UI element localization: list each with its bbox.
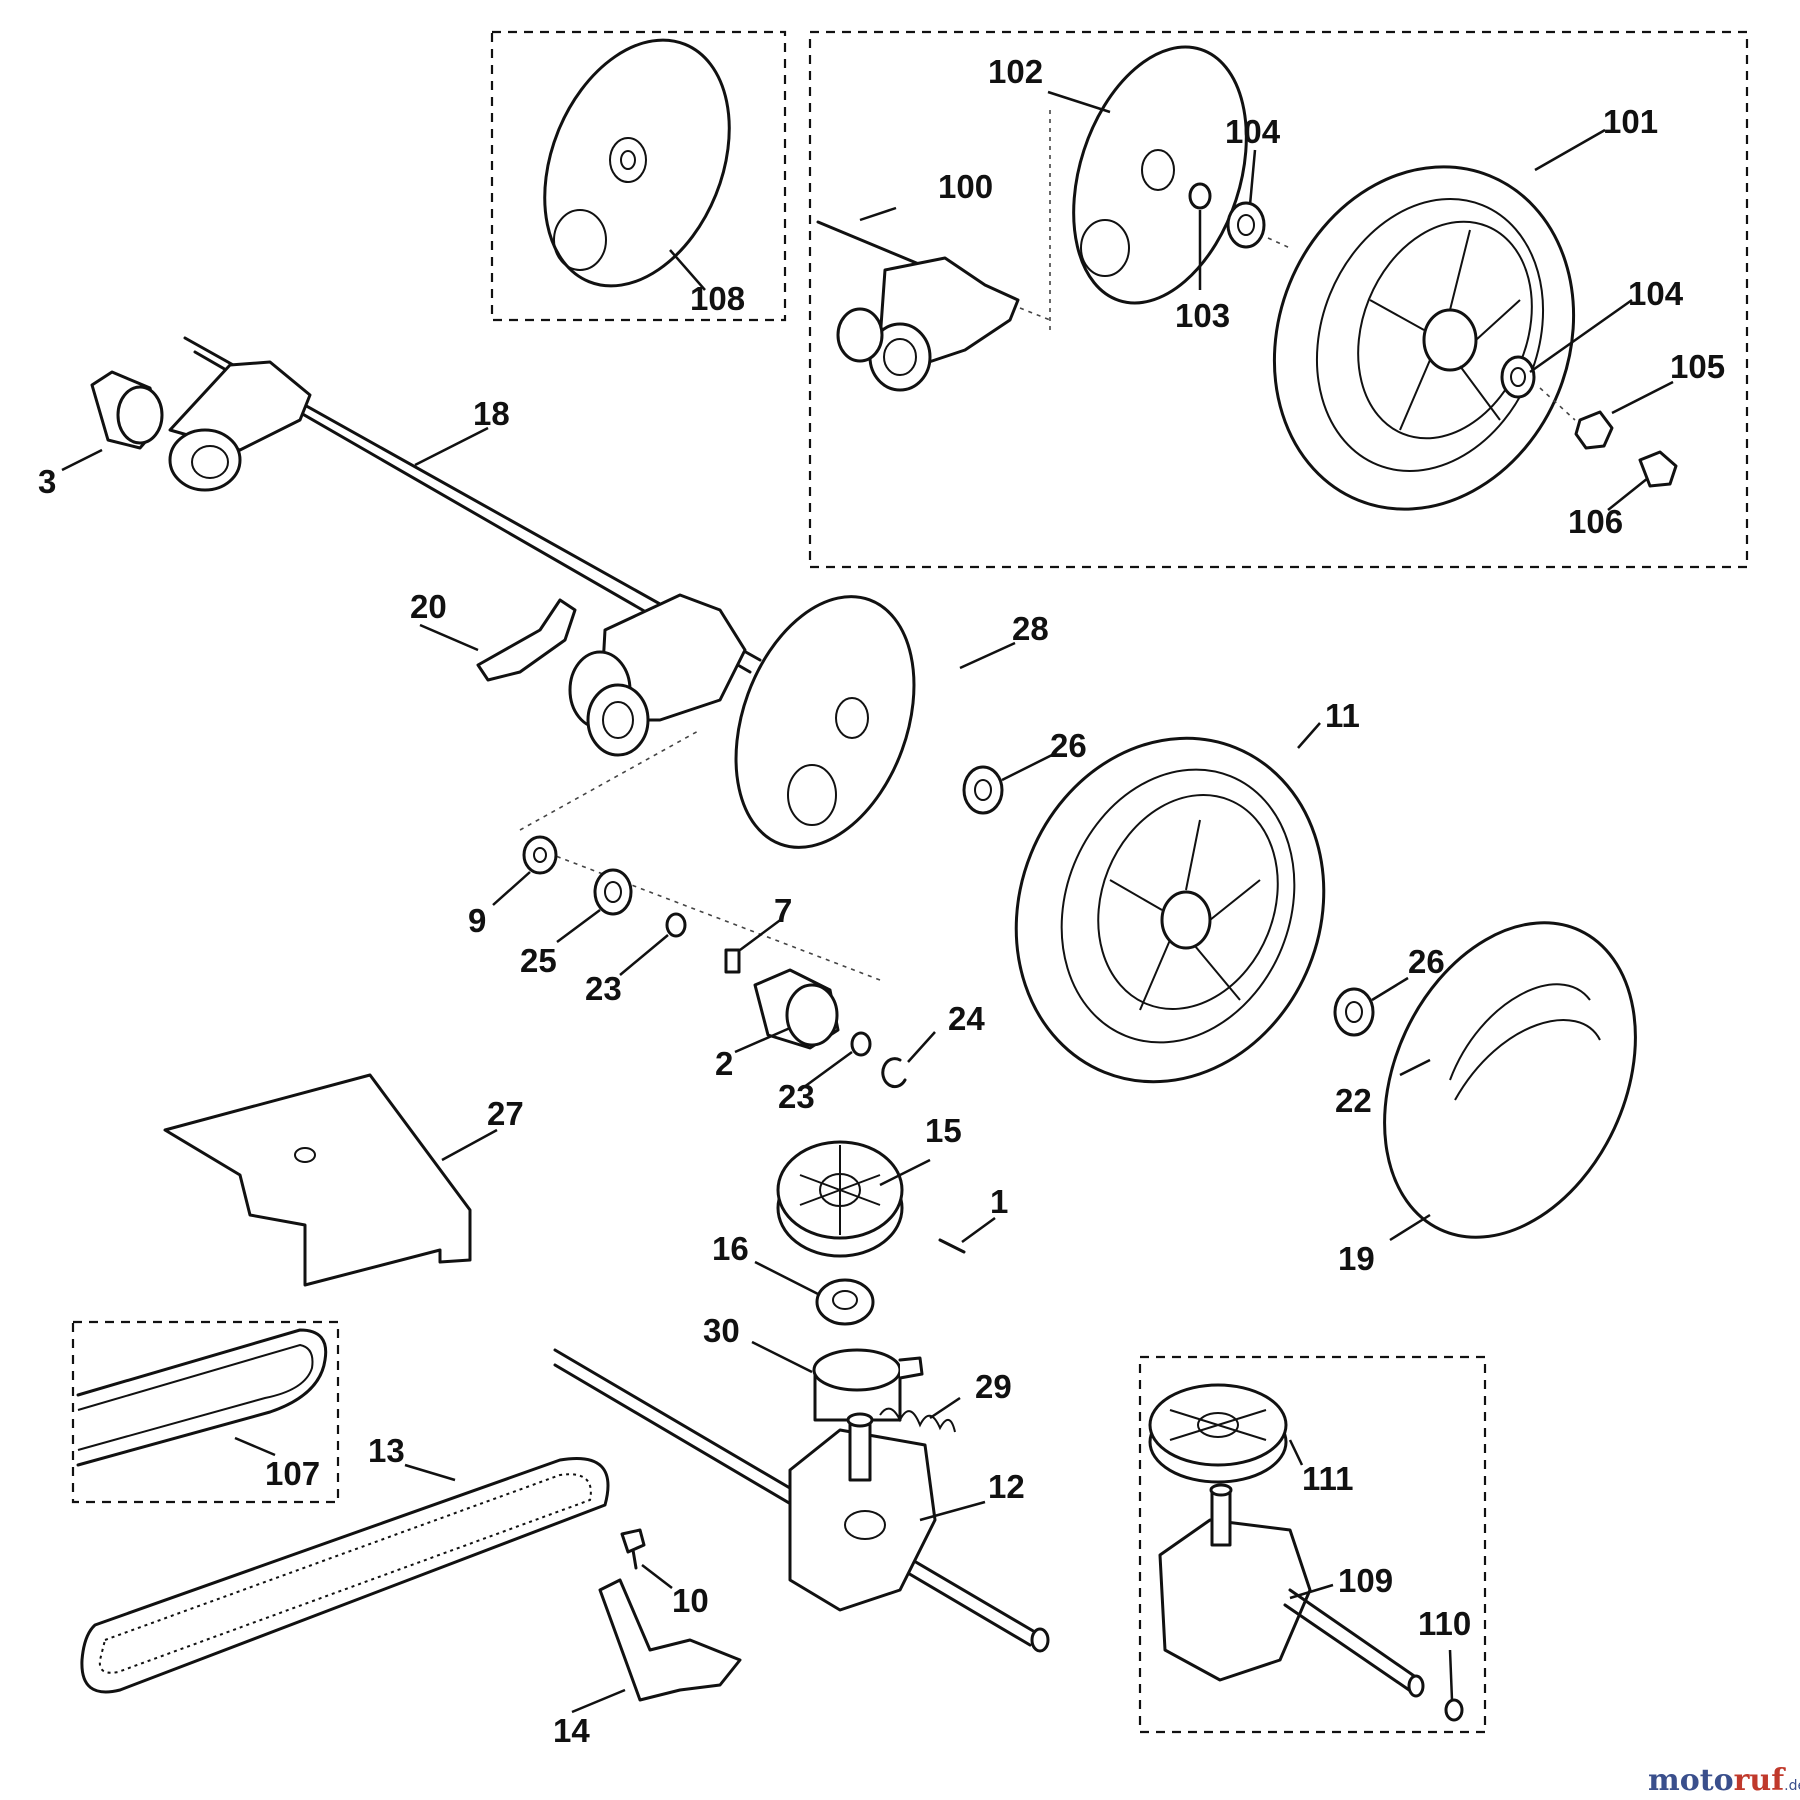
- callout-25: 25: [520, 942, 557, 979]
- callout-103: 103: [1175, 297, 1230, 334]
- bearing-104-wheel: [1500, 355, 1536, 399]
- callout-22: 22: [1335, 1082, 1372, 1119]
- wheel-101: [1272, 165, 1576, 511]
- ring-110: [1444, 1698, 1464, 1722]
- callout-105: 105: [1670, 348, 1725, 385]
- hubcap-102: [1072, 45, 1248, 305]
- ring-23-lower: [850, 1031, 872, 1057]
- bearing-104-top: [1226, 201, 1266, 249]
- callout-12: 12: [988, 1468, 1025, 1505]
- callout-2: 2: [715, 1045, 733, 1082]
- callout-1: 1: [990, 1183, 1008, 1220]
- circlip-24: [881, 1057, 907, 1089]
- bearing-25: [593, 868, 633, 916]
- bolt-106: [1638, 450, 1678, 488]
- callout-104-wheel: 104: [1628, 275, 1684, 312]
- key-7: [724, 948, 741, 974]
- cover-27: [163, 1073, 472, 1287]
- bearing-26-lower: [1333, 987, 1375, 1037]
- svg-text:motoruf.de: motoruf.de: [1648, 1763, 1800, 1798]
- leader-lines: [61, 90, 1674, 1714]
- option-box-belt: [71, 1320, 340, 1504]
- callout-109: 109: [1338, 1562, 1393, 1599]
- bracket-30: [812, 1348, 924, 1422]
- callout-11: 11: [1325, 697, 1360, 734]
- callout-10: 10: [672, 1582, 709, 1619]
- callout-108: 108: [690, 280, 745, 317]
- pulley-15: [776, 1140, 904, 1258]
- hubcap-108: [543, 38, 731, 288]
- callout-26-upper: 26: [1050, 727, 1087, 764]
- hubcap-19: [1383, 921, 1637, 1239]
- screw-10: [620, 1528, 646, 1570]
- callout-20: 20: [410, 588, 447, 625]
- callout-110: 110: [1418, 1605, 1471, 1642]
- watermark-logo: motoruf.de: [1648, 1763, 1800, 1798]
- callout-26-lower: 26: [1408, 943, 1445, 980]
- callout-101: 101: [1603, 103, 1658, 140]
- callout-9: 9: [468, 902, 486, 939]
- axle-bracket-100: [816, 110, 1051, 392]
- pin-1: [938, 1238, 966, 1254]
- option-box-wheel-kit: [808, 30, 1749, 569]
- callout-30: 30: [703, 1312, 740, 1349]
- belt-107: [76, 1328, 328, 1467]
- callout-23-upper: 23: [585, 970, 622, 1007]
- bearing-16: [815, 1278, 875, 1326]
- hubcap-28: [734, 595, 916, 849]
- washer-9: [522, 835, 558, 875]
- callout-28: 28: [1012, 610, 1049, 647]
- axle-bracket-right: [568, 593, 747, 757]
- callout-18: 18: [473, 395, 510, 432]
- gearbox-109: [1158, 1483, 1425, 1698]
- callout-19: 19: [1338, 1240, 1375, 1277]
- callout-104-top: 104: [1225, 113, 1281, 150]
- callout-100: 100: [938, 168, 993, 205]
- pinion-3: [90, 370, 164, 450]
- washer-103: [1188, 182, 1212, 210]
- ring-23-upper: [665, 912, 687, 938]
- wheel-11: [1014, 736, 1326, 1084]
- belt-13: [80, 1457, 610, 1694]
- bracket-14: [598, 1578, 742, 1702]
- option-box-hubcap: [490, 30, 787, 322]
- callout-15: 15: [925, 1112, 962, 1149]
- callout-29: 29: [975, 1368, 1012, 1405]
- nut-105: [1574, 410, 1614, 450]
- callout-102: 102: [988, 53, 1043, 90]
- callout-3: 3: [38, 463, 56, 500]
- callout-106: 106: [1568, 503, 1623, 540]
- callout-24: 24: [948, 1000, 985, 1037]
- callout-16: 16: [712, 1230, 749, 1267]
- callout-labels: 3 18 20 28 26 11 100 102 104 103 101 104…: [38, 53, 1725, 1749]
- callout-27: 27: [487, 1095, 524, 1132]
- callout-111: 111: [1302, 1460, 1353, 1497]
- pulley-111: [1148, 1383, 1288, 1484]
- callout-7: 7: [774, 892, 792, 929]
- callout-107: 107: [265, 1455, 320, 1492]
- clip-20: [476, 598, 577, 682]
- pinion-2: [753, 968, 840, 1050]
- callout-13: 13: [368, 1432, 405, 1469]
- gearbox-12: [553, 1348, 1050, 1653]
- callout-14: 14: [553, 1712, 590, 1749]
- option-box-gearbox-kit: [1138, 1355, 1487, 1734]
- spring-29: [879, 1407, 956, 1433]
- callout-23-lower: 23: [778, 1078, 815, 1115]
- bearing-26-upper: [962, 765, 1004, 815]
